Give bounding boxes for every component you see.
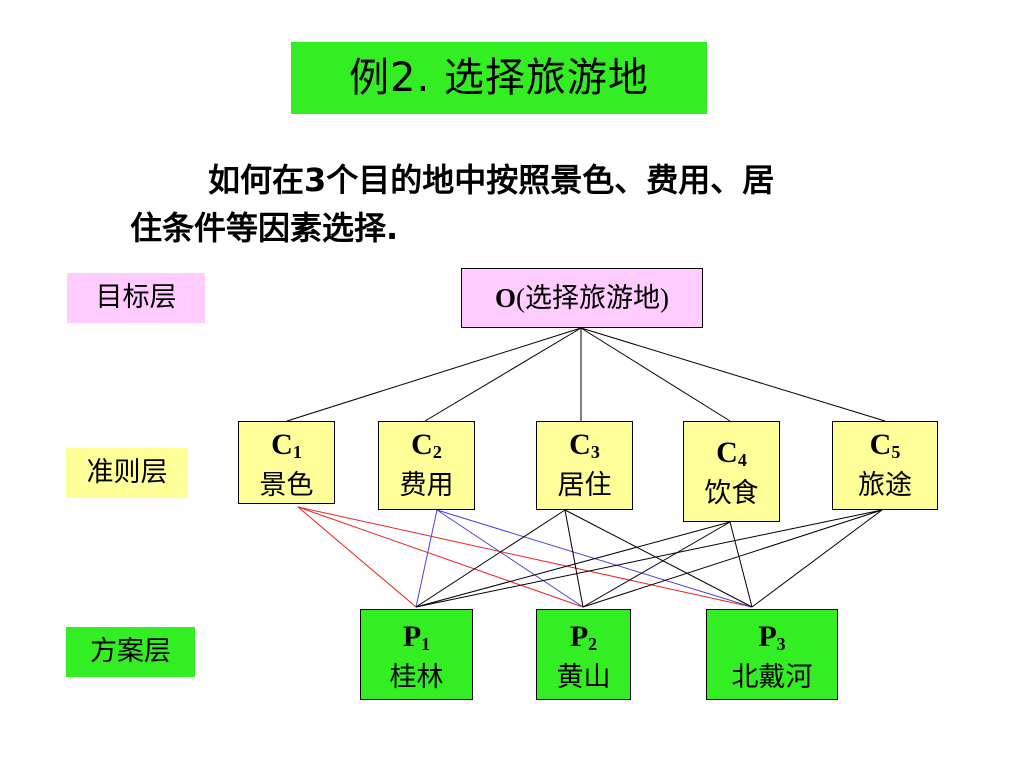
alternative-name: 黄山 bbox=[556, 662, 611, 693]
alternative-code: P bbox=[758, 620, 777, 653]
criterion-node-c5: C5 旅途 bbox=[832, 421, 938, 510]
problem-description: 如何在3个目的地中按照景色、费用、居 住条件等因素选择. bbox=[130, 156, 920, 252]
alternative-name: 北戴河 bbox=[731, 662, 813, 693]
edge-c1-p1 bbox=[297, 506, 417, 608]
description-line-2: 住条件等因素选择. bbox=[130, 209, 399, 247]
criterion-node-c4: C4 饮食 bbox=[683, 421, 780, 522]
edge-c4-p1 bbox=[415, 521, 731, 608]
alternative-subscript: 1 bbox=[421, 634, 431, 654]
criterion-code: C bbox=[716, 436, 738, 469]
criterion-subscript: 1 bbox=[292, 442, 302, 462]
edge-c2-p2 bbox=[436, 509, 584, 608]
criterion-subscript: 3 bbox=[590, 442, 600, 462]
alternative-node-p3: P3 北戴河 bbox=[706, 609, 838, 700]
description-line-1: 如何在3个目的地中按照景色、费用、居 bbox=[208, 161, 775, 199]
criterion-name: 费用 bbox=[399, 470, 454, 501]
edge-c4-p3 bbox=[729, 521, 753, 608]
edge-c3-p1 bbox=[415, 509, 566, 608]
edge-c3-p3 bbox=[564, 509, 753, 608]
edge-o-c5 bbox=[580, 327, 886, 422]
edge-c2-p1 bbox=[415, 509, 438, 608]
edge-c5-p2 bbox=[582, 509, 883, 608]
criterion-node-c3: C3 居住 bbox=[536, 421, 633, 510]
goal-node: O(选择旅游地) bbox=[461, 268, 703, 328]
alternative-node-p1: P1 桂林 bbox=[360, 609, 473, 700]
criterion-subscript: 2 bbox=[432, 442, 442, 462]
criterion-name: 居住 bbox=[557, 470, 612, 501]
criterion-name: 饮食 bbox=[704, 478, 759, 509]
goal-node-code: O bbox=[495, 283, 517, 313]
criterion-code: C bbox=[569, 428, 591, 461]
criteria-layer-label: 准则层 bbox=[66, 448, 188, 498]
edge-c5-p3 bbox=[751, 509, 883, 608]
edge-c3-p2 bbox=[564, 509, 584, 608]
edge-c1-p2 bbox=[297, 506, 584, 608]
alternative-code: P bbox=[402, 620, 422, 653]
criterion-name: 景色 bbox=[259, 470, 314, 501]
goal-node-name: (选择旅游地) bbox=[516, 283, 669, 313]
criterion-node-c1: C1 景色 bbox=[238, 421, 335, 504]
edge-c4-p2 bbox=[582, 521, 731, 608]
alternative-code: P bbox=[569, 620, 589, 653]
page-title: 例2. 选择旅游地 bbox=[291, 42, 707, 114]
criterion-subscript: 5 bbox=[891, 442, 901, 462]
edge-c5-p1 bbox=[415, 509, 883, 608]
edge-o-c4 bbox=[580, 327, 731, 422]
alternative-subscript: 2 bbox=[588, 634, 598, 654]
edge-o-c1 bbox=[286, 327, 582, 422]
edge-o-c2 bbox=[424, 327, 582, 422]
alternatives-layer-label: 方案层 bbox=[66, 627, 195, 677]
criterion-node-c2: C2 费用 bbox=[378, 421, 475, 510]
criterion-subscript: 4 bbox=[737, 450, 747, 470]
criterion-code: C bbox=[411, 428, 433, 461]
edge-c1-p3 bbox=[297, 506, 753, 608]
criterion-code: C bbox=[869, 428, 892, 461]
alternative-name: 桂林 bbox=[389, 662, 444, 693]
goal-layer-label: 目标层 bbox=[67, 273, 205, 323]
alternative-node-p2: P2 黄山 bbox=[536, 609, 631, 700]
alternative-subscript: 3 bbox=[776, 634, 786, 654]
criterion-name: 旅途 bbox=[858, 470, 912, 501]
criterion-code: C bbox=[271, 428, 293, 461]
